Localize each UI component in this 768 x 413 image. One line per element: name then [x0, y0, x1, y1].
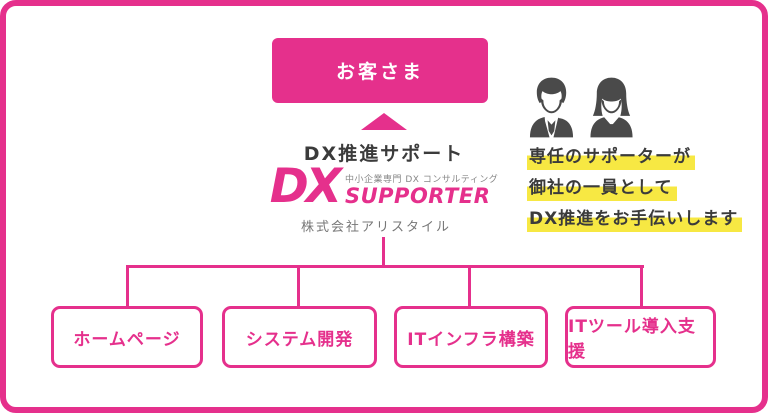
customer-box: お客さま [272, 38, 488, 103]
service-box-label: システム開発 [245, 329, 354, 350]
logo-dx-text: DX [269, 159, 342, 214]
service-box-label: ホームページ [73, 329, 181, 350]
logo-supporter-text: SUPPORTER [344, 184, 491, 208]
service-box-it-tools: ITツール導入支援 [565, 306, 716, 368]
supporter-message-line-3: DX推進をお手伝いします [527, 204, 743, 232]
connector-vertical-center [382, 237, 385, 267]
connector-drop-3 [468, 267, 471, 307]
connector-horizontal [126, 265, 644, 268]
service-box-system-dev: システム開発 [222, 306, 377, 368]
female-supporter-icon [590, 77, 633, 138]
service-box-label: ITツール導入支援 [568, 317, 696, 362]
support-label: DX推進サポート [303, 143, 465, 165]
supporter-message: 専任のサポーターが 御社の一員として DX推進をお手伝いします [527, 142, 743, 235]
connector-drop-2 [297, 267, 300, 307]
service-box-homepage: ホームページ [51, 306, 203, 368]
service-box-it-infra: ITインフラ構築 [394, 306, 548, 368]
logo-tagline: 中小企業専門 DX コンサルティング [344, 175, 499, 185]
customer-box-label: お客さま [335, 61, 424, 83]
supporter-icons [528, 76, 635, 138]
dx-supporter-logo: DX 中小企業専門 DX コンサルティング SUPPORTER [0, 163, 768, 210]
connector-drop-1 [126, 267, 129, 307]
supporter-message-line-1: 専任のサポーターが [527, 142, 742, 170]
service-box-label: ITインフラ構築 [407, 329, 535, 350]
company-name: 株式会社アリスタイル [300, 220, 451, 235]
logo-right-column: 中小企業専門 DX コンサルティング SUPPORTER [345, 163, 498, 208]
up-arrow-icon [361, 113, 407, 130]
connector-drop-4 [640, 267, 643, 307]
supporter-message-line-2: 御社の一員として [527, 173, 742, 201]
male-supporter-icon [529, 77, 574, 138]
